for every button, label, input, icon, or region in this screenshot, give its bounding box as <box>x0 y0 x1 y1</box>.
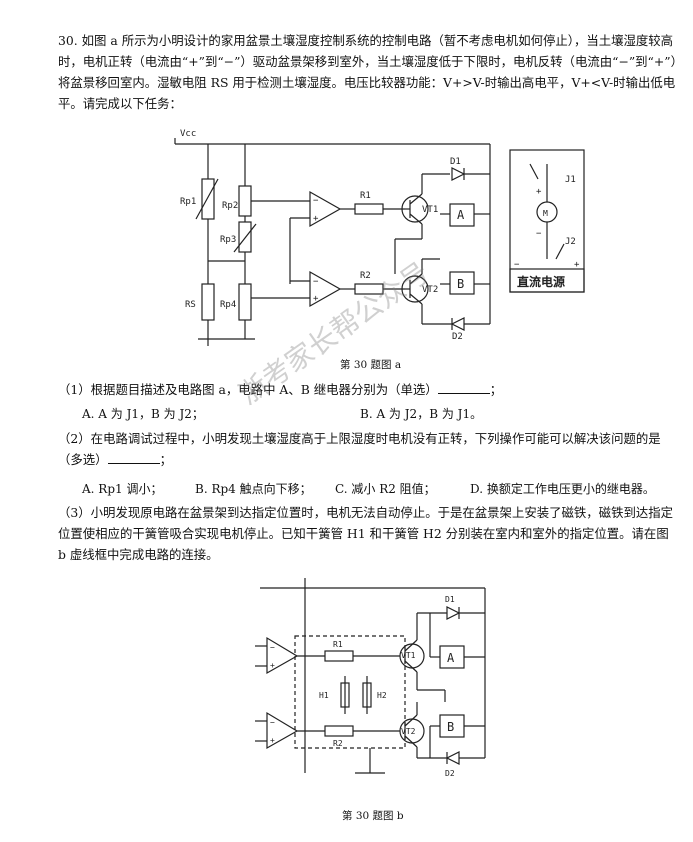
q1-answer-blank[interactable] <box>437 381 490 394</box>
q1-option-a: A. A 为 J1，B 为 J2； <box>82 407 204 421</box>
label-rp4: Rp4 <box>220 300 236 310</box>
figb-label-vt2: VT2 <box>401 727 416 736</box>
relay-b-label: B <box>457 277 464 291</box>
comp2-minus: − <box>313 277 319 287</box>
comp2-plus: + <box>313 294 319 304</box>
question-intro: 30. 如图 a 所示为小明设计的家用盆景土壤湿度控制系统的控制电路（暂不考虑电… <box>58 33 677 111</box>
label-rp3: Rp3 <box>220 235 236 245</box>
label-rp1: Rp1 <box>180 197 196 207</box>
label-rs: RS <box>185 300 196 310</box>
label-j1: J1 <box>565 175 576 185</box>
q2-option-a: A. Rp1 调小； <box>82 482 163 496</box>
q2-option-b: B. Rp4 触点向下移； <box>195 482 312 496</box>
motor-minus: − <box>536 229 542 239</box>
q2-text: （2）在电路调试过程中，小明发现土壤湿度高于上限湿度时电机没有正转，下列操作可能… <box>58 431 661 467</box>
label-r2: R2 <box>360 271 371 281</box>
relay-a-label: A <box>457 208 465 222</box>
q1-text: （1）根据题目描述及电路图 a，电路中 A、B 继电器分别为（单选）； <box>58 381 503 397</box>
q2-option-c: C. 减小 R2 阻值； <box>335 482 436 496</box>
label-d1: D1 <box>450 157 461 167</box>
label-r1: R1 <box>360 191 371 201</box>
label-j2: J2 <box>565 237 576 247</box>
label-rp2: Rp2 <box>222 201 238 211</box>
power-minus: − <box>514 260 520 270</box>
figb-relay-a: A <box>447 651 455 665</box>
figb-label-h1: H1 <box>319 691 329 700</box>
power-plus: + <box>574 260 580 270</box>
figb-label-r1: R1 <box>333 640 343 649</box>
comp1-minus: − <box>313 196 319 206</box>
power-label: 直流电源 <box>517 274 565 289</box>
q2-answer-blank[interactable] <box>107 451 160 464</box>
figb-label-h2: H2 <box>377 691 387 700</box>
figb-relay-b: B <box>447 720 454 734</box>
figb-label-r2: R2 <box>333 739 343 748</box>
q2-option-d: D. 换额定工作电压更小的继电器。 <box>470 482 655 496</box>
q3-text: （3）小明发现原电路在盆景架到达指定位置时，电机无法自动停止。于是在盆景架上安装… <box>58 505 674 562</box>
motor-plus: + <box>536 187 542 197</box>
label-vt1: VT1 <box>422 205 438 215</box>
label-vcc: Vcc <box>180 129 196 139</box>
motor-label: M <box>543 209 548 218</box>
figure-b-circuit: R1 R2 H1 H2 VT1 VT2 D1 D2 A B − + − + <box>255 578 486 778</box>
figb-label-d1: D1 <box>445 595 455 604</box>
label-d2: D2 <box>452 332 463 342</box>
comp1-plus: + <box>313 214 319 224</box>
q1-option-b: B. A 为 J2，B 为 J1。 <box>360 407 483 421</box>
figb-comp2-minus: − <box>270 718 275 727</box>
figb-label-d2: D2 <box>445 769 455 778</box>
figure-b-caption: 第 30 题图 b <box>342 810 404 822</box>
figure-a-circuit: Vcc Rp1 Rp2 Rp3 RS Rp4 R1 R2 VT1 VT2 D1 … <box>174 129 585 346</box>
figb-comp1-plus: + <box>270 661 275 670</box>
label-vt2: VT2 <box>422 285 438 295</box>
figb-label-vt1: VT1 <box>401 651 416 660</box>
figure-a-caption: 第 30 题图 a <box>340 359 402 371</box>
figb-comp2-plus: + <box>270 736 275 745</box>
figb-comp1-minus: − <box>270 643 275 652</box>
